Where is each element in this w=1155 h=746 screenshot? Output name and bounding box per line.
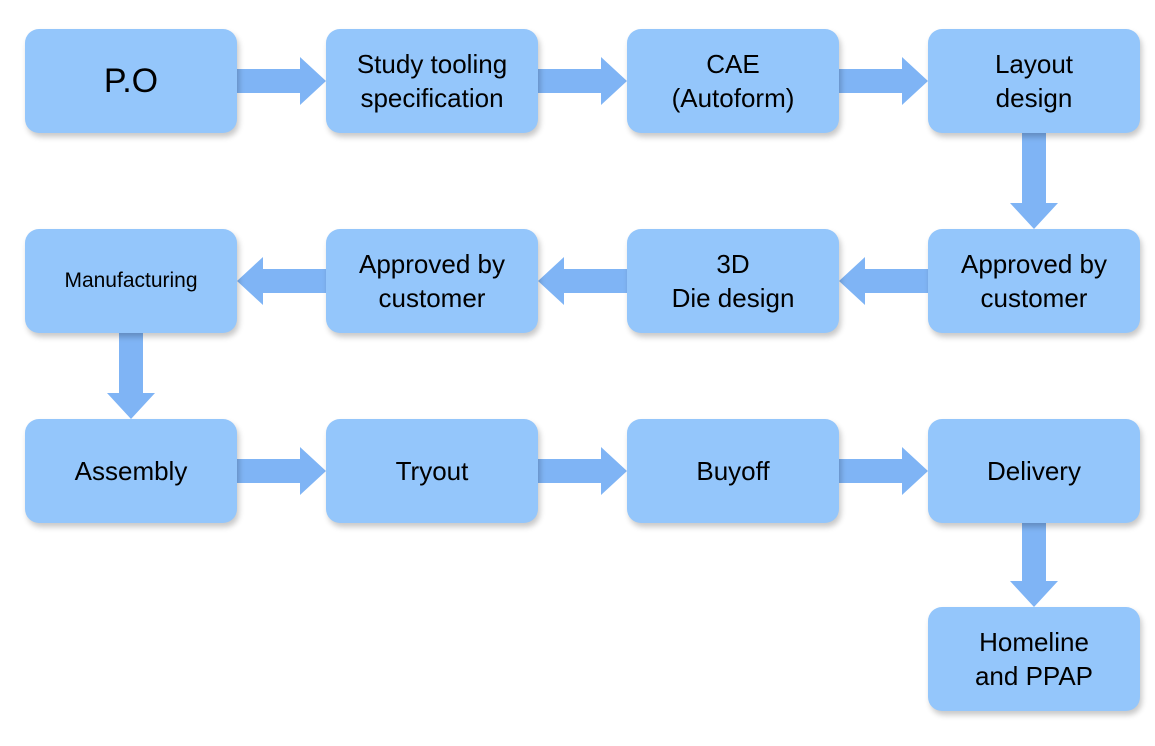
step-buyoff: Buyoff (627, 419, 839, 523)
step-layout-design: Layout design (928, 29, 1140, 133)
step-3d-die-design: 3D Die design (627, 229, 839, 333)
arrow-manufacturing-to-assembly (107, 333, 155, 419)
step-po: P.O (25, 29, 237, 133)
step-approved-by-customer-first: Approved by customer (928, 229, 1140, 333)
step-manufacturing: Manufacturing (25, 229, 237, 333)
step-approved-a-line-2: customer (980, 283, 1088, 313)
step-homeline-line-2: and PPAP (974, 661, 1094, 691)
step-approved-by-customer-second: Approved by customer (326, 229, 538, 333)
step-assembly-line-1: Assembly (74, 456, 188, 486)
step-die-line-2: Die design (671, 283, 795, 313)
arrow-cae-to-layout (839, 57, 928, 105)
step-delivery-line-1: Delivery (987, 456, 1081, 486)
step-study-tooling-specification: Study tooling specification (326, 29, 538, 133)
step-approved-a-line-1: Approved by (961, 249, 1107, 279)
arrow-die-to-approved-b (538, 257, 627, 305)
step-homeline-line-1: Homeline (979, 627, 1089, 657)
step-tryout-line-1: Tryout (395, 456, 469, 486)
arrow-tryout-to-buyoff (538, 447, 627, 495)
step-cae-line-2: (Autoform) (671, 83, 795, 113)
arrow-approved-b-to-manufacturing (237, 257, 326, 305)
arrow-assembly-to-tryout (237, 447, 326, 495)
step-cae-autoform: CAE (Autoform) (627, 29, 839, 133)
step-manufacturing-line-1: Manufacturing (64, 269, 198, 292)
step-po-line-1: P.O (103, 62, 159, 100)
step-study-line-1: Study tooling (356, 49, 508, 79)
step-tryout: Tryout (326, 419, 538, 523)
arrow-delivery-to-homeline (1010, 523, 1058, 607)
step-layout-line-1: Layout (994, 49, 1074, 79)
step-approved-b-line-1: Approved by (359, 249, 505, 279)
step-homeline-and-ppap: Homeline and PPAP (928, 607, 1140, 711)
step-layout-line-2: design (995, 83, 1073, 113)
step-assembly: Assembly (25, 419, 237, 523)
step-study-line-2: specification (360, 83, 504, 113)
step-buyoff-line-1: Buyoff (696, 456, 770, 486)
arrow-study-to-cae (538, 57, 627, 105)
step-delivery: Delivery (928, 419, 1140, 523)
arrow-approved-a-to-die (839, 257, 928, 305)
step-approved-b-line-2: customer (378, 283, 486, 313)
step-die-line-1: 3D (716, 249, 750, 279)
arrow-layout-to-approved-a (1010, 133, 1058, 229)
step-cae-line-1: CAE (706, 49, 760, 79)
arrow-buyoff-to-delivery (839, 447, 928, 495)
arrow-po-to-study (237, 57, 326, 105)
